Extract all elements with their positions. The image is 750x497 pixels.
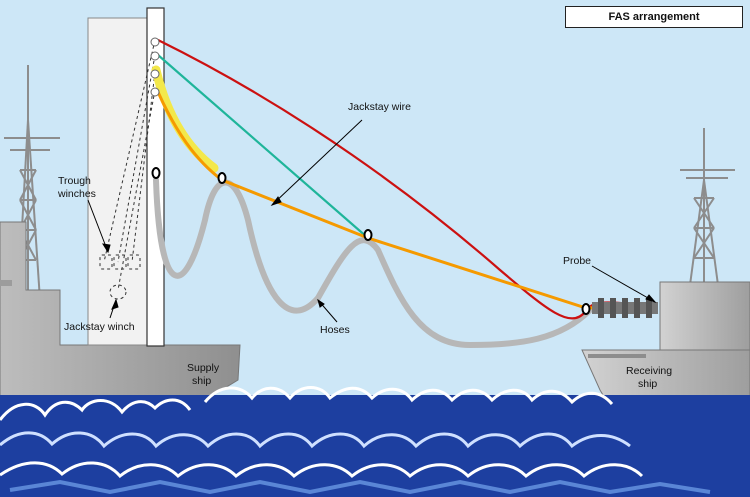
receiving-ship-label-1: Receiving <box>626 365 672 377</box>
hose-saddles <box>151 167 591 315</box>
probe-label: Probe <box>563 255 591 267</box>
receiving-ship-label-2: ship <box>638 378 657 390</box>
hose-line <box>153 177 593 349</box>
jackstay-wire-label: Jackstay wire <box>348 101 411 113</box>
mast-sheaves <box>150 37 160 97</box>
receiving-ship-mast <box>680 128 735 286</box>
jackstay-wire <box>156 91 656 310</box>
probe <box>592 298 658 318</box>
trough-winches-label-2: winches <box>57 188 96 200</box>
trough-winch-lines <box>99 39 156 300</box>
trough-highlight <box>151 65 219 173</box>
diagram-title: FAS arrangement <box>565 6 743 28</box>
leader-arrows <box>87 119 657 323</box>
red-wire <box>157 39 641 320</box>
supply-ship-label-2: ship <box>192 375 211 387</box>
jackstay-winch-label: Jackstay winch <box>64 321 135 333</box>
sea <box>0 386 750 497</box>
trough-winches-label-1: Trough <box>58 175 91 187</box>
supply-ship-label-1: Supply <box>187 362 220 374</box>
hoses-label: Hoses <box>320 324 350 336</box>
teal-wire <box>157 54 369 239</box>
